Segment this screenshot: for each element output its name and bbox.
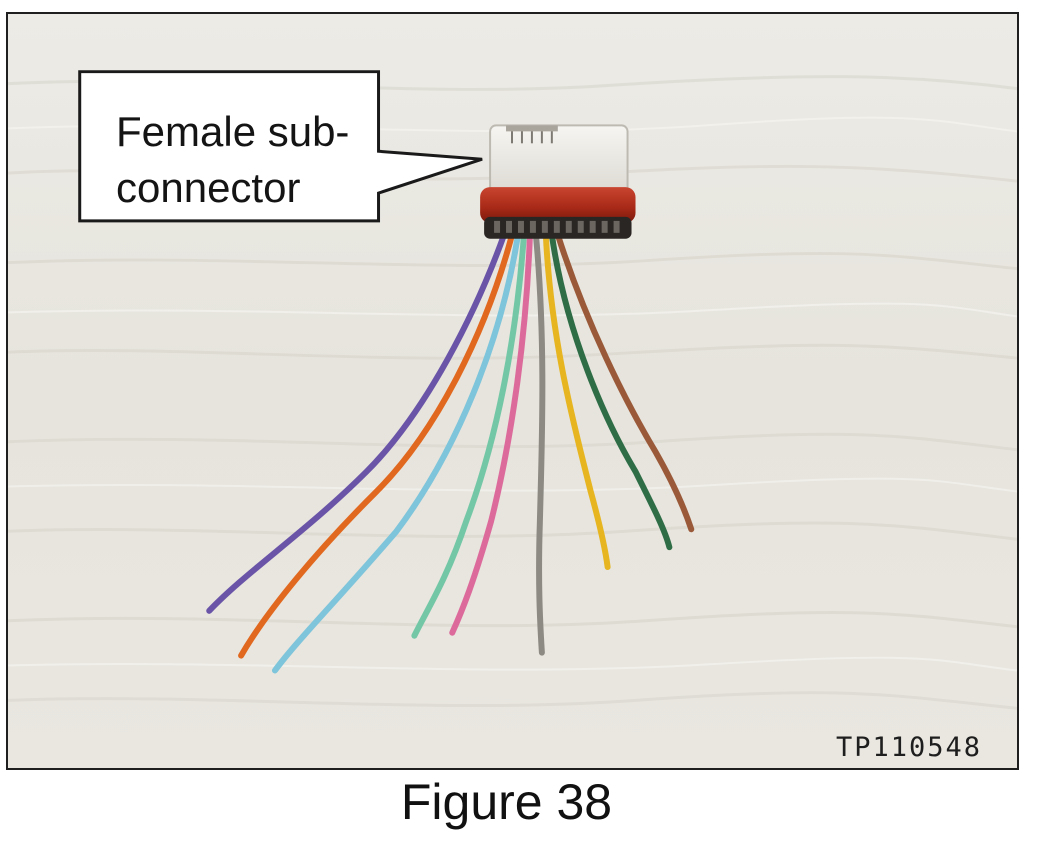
wire-brown <box>554 231 695 533</box>
callout-line-2: connector <box>116 164 301 211</box>
wire-bundle <box>206 231 695 674</box>
figure-photo: Female sub- connector TP110548 <box>6 12 1019 770</box>
callout-line-1: Female sub- <box>116 108 350 155</box>
callout-label: Female sub- connector <box>116 104 376 216</box>
wire-mint <box>411 231 527 639</box>
wire-gray <box>532 231 546 656</box>
wire-yellow <box>542 231 611 571</box>
wire-pink <box>449 231 533 636</box>
female-sub-connector <box>480 124 636 239</box>
connector-photo <box>8 14 1017 768</box>
wire-orange <box>238 231 515 659</box>
callout-box <box>78 70 483 223</box>
connector-housing <box>489 124 629 197</box>
image-reference-code: TP110548 <box>836 732 983 763</box>
wire-purple <box>206 231 508 614</box>
figure-caption: Figure 38 <box>400 774 613 830</box>
connector-seal <box>480 187 636 223</box>
wire-light-blue <box>271 231 521 674</box>
wire-green <box>548 231 673 551</box>
